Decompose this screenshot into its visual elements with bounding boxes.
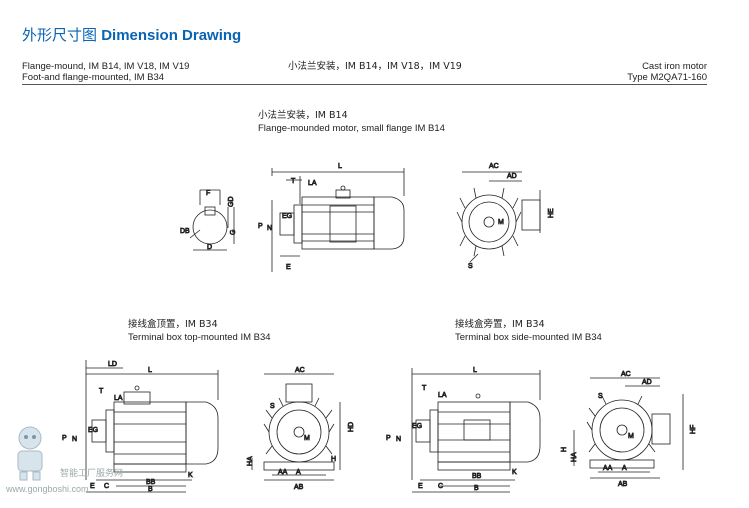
dim-AA-2: AA: [278, 469, 288, 476]
header-divider: [22, 84, 707, 85]
terminal-top-end-view: [251, 373, 341, 481]
header-motor-type: Cast iron motor Type M2QA71-160: [627, 61, 707, 83]
dim-L-2: L: [148, 367, 152, 374]
watermark-robot-icon: [17, 426, 43, 481]
dim-AB-2: AB: [294, 484, 304, 491]
dim-HA-2: HA: [247, 456, 254, 466]
dim-B-2: B: [148, 486, 153, 493]
flange-motor-end-view: [456, 171, 541, 263]
dim-P-3: P: [386, 435, 391, 442]
dim-AD-3: AD: [642, 379, 652, 386]
dim-A-3: A: [622, 465, 627, 472]
watermark-site-en: www.gongboshi.com: [6, 484, 89, 494]
dim-S-3: S: [598, 393, 603, 400]
flange-motor-side-view: [271, 168, 405, 272]
dim-H-2: H: [331, 456, 336, 463]
dim-E-3: E: [418, 483, 423, 490]
dim-D: D: [207, 244, 212, 251]
dim-BB-3: BB: [472, 473, 482, 480]
dim-M-3: M: [628, 433, 634, 440]
dim-E: E: [286, 264, 291, 271]
dim-P-2: P: [62, 435, 67, 442]
header-mounting-types: Flange-mound, IM B14, IM V18, IM V19 Foo…: [22, 61, 189, 83]
dim-C-2: C: [104, 483, 109, 490]
dim-EG-2: EG: [88, 427, 98, 434]
dim-AC: AC: [489, 163, 499, 170]
dim-DB: DB: [180, 228, 190, 235]
dim-C-3: C: [438, 483, 443, 490]
dim-AD: AD: [507, 173, 517, 180]
terminal-top-side-view: [85, 360, 219, 493]
dim-BB-2: BB: [146, 479, 156, 486]
dim-N-2: N: [72, 436, 77, 443]
header-right-line2: Type M2QA71-160: [627, 72, 707, 83]
header-left-line2: Foot-and flange-mounted, IM B34: [22, 72, 165, 83]
dim-N: N: [267, 225, 272, 232]
dim-EG: EG: [282, 213, 292, 220]
dim-T-2: T: [99, 388, 104, 395]
dim-LD-1: LD: [108, 361, 117, 368]
terminal-side-end-view: [573, 377, 684, 479]
dim-T-3: T: [422, 385, 427, 392]
dim-T: T: [291, 178, 296, 185]
dim-HD-2: HD: [348, 422, 355, 432]
dim-L-3: L: [473, 367, 477, 374]
dim-HF-3: HF: [690, 425, 697, 434]
dim-K-3: K: [512, 469, 517, 476]
dim-AC-2: AC: [295, 367, 305, 374]
dim-AA-3: AA: [603, 465, 613, 472]
caption-flange-small: 小法兰安装，IM B14 Flange-mounded motor, small…: [258, 110, 445, 134]
dim-LA: LA: [308, 180, 317, 187]
page-title: 外形尺寸图 Dimension Drawing: [22, 26, 242, 44]
dim-EG-3: EG: [412, 423, 422, 430]
dim-LA-3: LA: [438, 392, 447, 399]
dim-LA-2: LA: [114, 395, 123, 402]
dim-GD: GD: [228, 197, 235, 208]
dim-S: S: [468, 263, 473, 270]
dim-H-3: H: [561, 447, 568, 452]
watermark-site-cn: 智能工厂服务网: [60, 469, 124, 479]
dim-P: P: [258, 223, 263, 230]
dim-M-2: M: [304, 435, 310, 442]
dim-K-2: K: [188, 472, 193, 479]
dim-N-3: N: [396, 436, 401, 443]
terminal-side-side-view: [411, 368, 541, 493]
dim-E-2: E: [90, 483, 95, 490]
dim-B-3: B: [474, 485, 479, 492]
dim-F: F: [206, 190, 210, 197]
dim-AB-3: AB: [618, 481, 628, 488]
dim-M: M: [498, 219, 504, 226]
shaft-end-detail: [189, 189, 235, 251]
dim-HE: HE: [548, 208, 555, 218]
caption-terminal-side: 接线盒旁置，IM B34 Terminal box side-mounted I…: [455, 319, 602, 343]
dim-A-2: A: [296, 469, 301, 476]
header-left-line1: Flange-mound, IM B14, IM V18, IM V19: [22, 61, 190, 72]
header-right-line1: Cast iron motor: [642, 61, 707, 72]
dim-HA-3: HA: [571, 452, 578, 462]
dim-AC-3: AC: [621, 371, 631, 378]
caption-terminal-top: 接线盒顶置，IM B34 Terminal box top-mounted IM…: [128, 319, 271, 343]
dim-L: L: [338, 163, 342, 170]
dim-G: G: [230, 230, 237, 235]
header-mounting-cn: 小法兰安装，IM B14，IM V18，IM V19: [288, 61, 462, 72]
dim-S-2: S: [270, 403, 275, 410]
